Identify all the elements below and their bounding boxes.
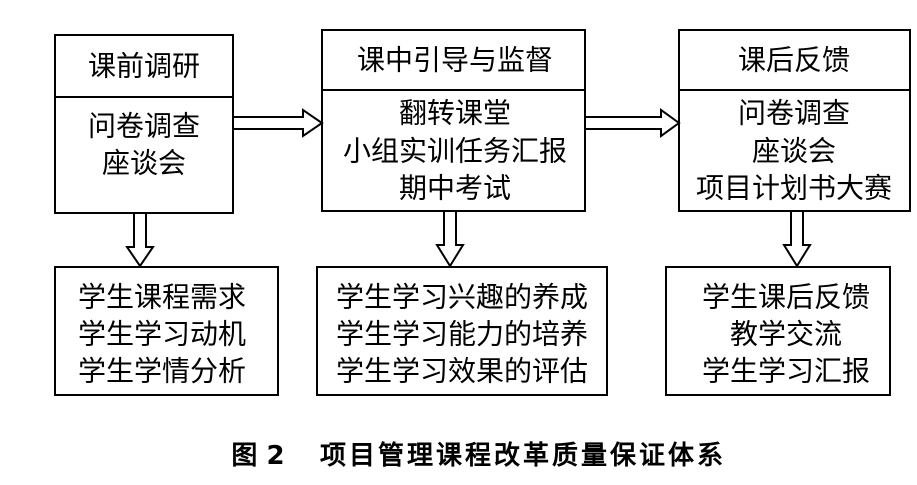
down-arrow-icon	[782, 210, 812, 268]
stage-method: 期中考试	[399, 172, 511, 205]
figure-title: 项目管理课程改革质量保证体系	[320, 440, 726, 471]
outcome-item: 学生学习能力的培养	[336, 318, 588, 351]
stage-method: 座谈会	[102, 147, 186, 180]
figure-number: 图 2	[231, 441, 284, 471]
stage-box	[321, 29, 586, 212]
outcome-box	[54, 266, 279, 396]
stage-method: 座谈会	[752, 135, 836, 168]
outcome-item: 学生学习兴趣的养成	[336, 281, 588, 314]
outcome-box	[316, 266, 608, 396]
stage-title: 课前调研	[88, 50, 200, 83]
stage-box	[678, 29, 911, 212]
stage-in-class: 课中引导与监督 翻转课堂 小组实训任务汇报 期中考试	[321, 29, 586, 212]
down-arrow-icon	[435, 210, 465, 268]
outcome-item: 教学交流	[730, 318, 842, 351]
stage-method: 问卷调查	[738, 97, 850, 130]
outcome-item: 学生学习动机	[78, 318, 246, 351]
outcome-box	[665, 266, 891, 396]
stage-title: 课中引导与监督	[357, 44, 553, 77]
stage-method: 项目计划书大赛	[696, 172, 892, 205]
stage-post-class: 课后反馈 问卷调查 座谈会 项目计划书大赛	[678, 29, 911, 212]
outcome-item: 学生学习汇报	[702, 355, 870, 388]
down-arrow-icon	[125, 212, 155, 268]
outcome-item: 学生课后反馈	[702, 281, 870, 314]
outcome-post-class: 学生课后反馈 教学交流 学生学习汇报	[665, 266, 891, 396]
stage-title: 课后反馈	[738, 44, 850, 77]
outcome-pre-class: 学生课程需求 学生学习动机 学生学情分析	[54, 266, 279, 396]
stage-pre-class: 课前调研 问卷调查 座谈会	[54, 34, 234, 214]
figure-caption: 图 2 项目管理课程改革质量保证体系	[231, 440, 726, 471]
outcome-in-class: 学生学习兴趣的养成 学生学习能力的培养 学生学习效果的评估	[316, 266, 608, 396]
stage-method: 问卷调查	[88, 110, 200, 143]
right-arrow-icon	[584, 108, 681, 138]
stage-method: 小组实训任务汇报	[343, 135, 567, 168]
stage-method: 翻转课堂	[399, 97, 511, 130]
outcome-item: 学生学习效果的评估	[336, 355, 588, 388]
right-arrow-icon	[232, 108, 324, 138]
stage-box	[54, 34, 234, 214]
outcome-item: 学生学情分析	[78, 355, 246, 388]
outcome-item: 学生课程需求	[78, 281, 246, 314]
